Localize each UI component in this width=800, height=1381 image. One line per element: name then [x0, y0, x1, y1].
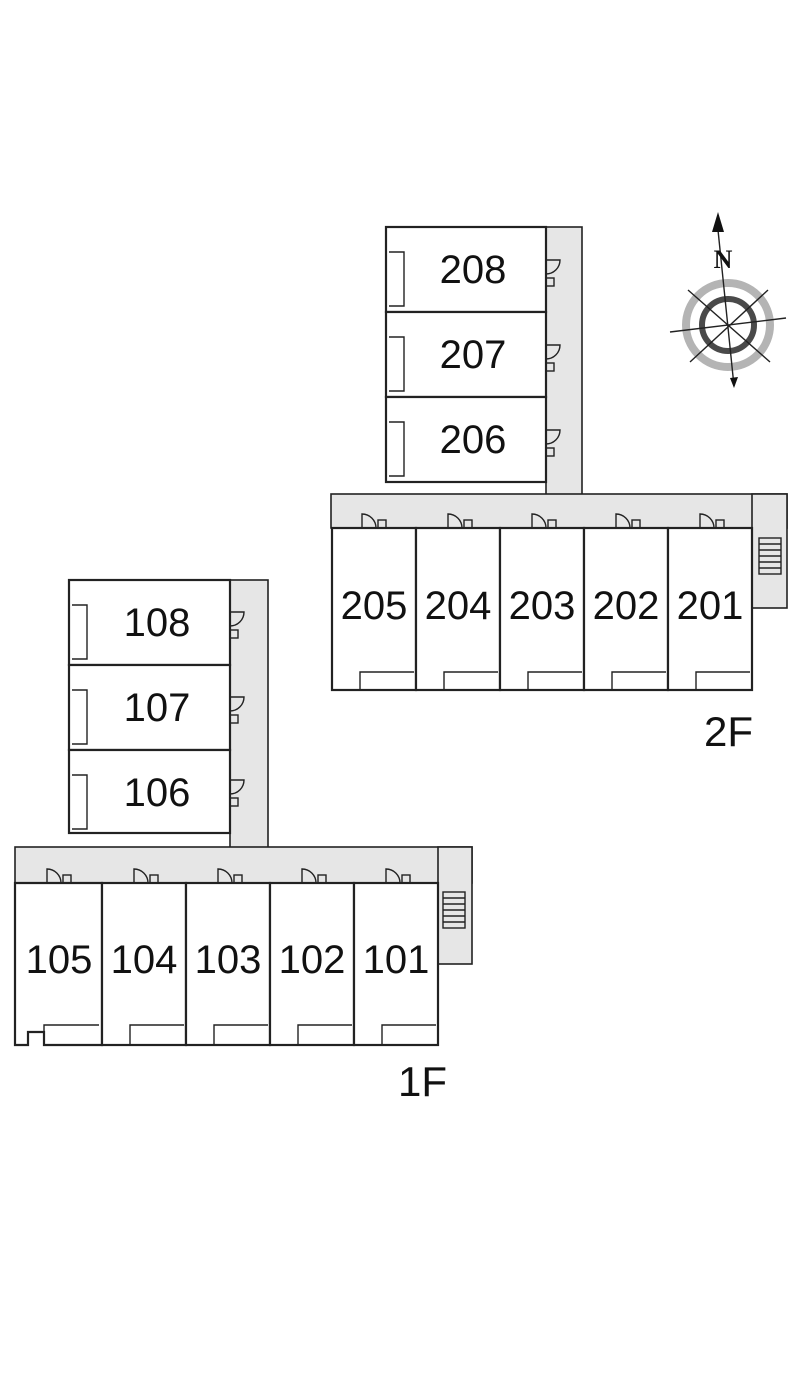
unit-105[interactable]: 105	[13, 868, 104, 1047]
stair-landing-2f	[751, 493, 788, 609]
unit-label: 106	[124, 771, 191, 815]
unit-202[interactable]: 202	[582, 513, 670, 692]
unit-label: 101	[363, 938, 430, 982]
floor-label: 1F	[398, 1058, 447, 1105]
unit-104[interactable]: 104	[100, 868, 188, 1047]
floor-1f: 108 107 106	[13, 578, 473, 1105]
unit-106[interactable]: 106	[67, 748, 245, 835]
door-icon	[545, 344, 561, 372]
unit-label: 107	[124, 686, 191, 730]
unit-102[interactable]: 102	[268, 868, 356, 1047]
unit-206[interactable]: 206	[384, 395, 561, 484]
door-icon	[229, 611, 245, 639]
door-icon	[361, 513, 387, 529]
unit-108[interactable]: 108	[67, 578, 245, 667]
door-icon	[217, 868, 243, 884]
unit-label: 108	[124, 601, 191, 645]
door-icon	[133, 868, 159, 884]
compass-outer-ring	[682, 279, 774, 371]
compass-inner-ring	[699, 296, 757, 354]
unit-label: 204	[425, 584, 492, 628]
unit-205[interactable]: 205	[330, 513, 418, 692]
unit-label: 104	[111, 938, 178, 982]
stairs-2f-icon	[758, 537, 782, 575]
unit-label: 102	[279, 938, 346, 982]
unit-label: 203	[509, 584, 576, 628]
stairs-1f-icon	[442, 891, 466, 929]
corridor-1f-horizontal	[14, 846, 473, 884]
compass-rose-icon: N	[669, 212, 787, 388]
unit-label: 207	[440, 333, 507, 377]
unit-107[interactable]: 107	[67, 663, 245, 752]
north-label: N	[714, 245, 733, 274]
unit-label: 201	[677, 584, 744, 628]
unit-207[interactable]: 207	[384, 310, 561, 399]
floor-2f: 208 207 206	[330, 225, 788, 755]
unit-201[interactable]: 201	[666, 513, 754, 692]
north-arrow-icon	[712, 212, 724, 232]
unit-101[interactable]: 101	[352, 868, 440, 1047]
floor-label: 2F	[704, 708, 753, 755]
door-icon	[385, 868, 411, 884]
door-icon	[301, 868, 327, 884]
door-icon	[615, 513, 641, 529]
door-icon	[229, 696, 245, 724]
unit-label: 202	[593, 584, 660, 628]
unit-label: 206	[440, 418, 507, 462]
door-icon	[545, 429, 561, 457]
unit-label: 105	[26, 938, 93, 982]
unit-label: 205	[341, 584, 408, 628]
unit-label: 103	[195, 938, 262, 982]
unit-103[interactable]: 103	[184, 868, 272, 1047]
door-icon	[699, 513, 725, 529]
unit-208[interactable]: 208	[384, 225, 561, 314]
unit-203[interactable]: 203	[498, 513, 586, 692]
door-icon	[447, 513, 473, 529]
corridor-2f-horizontal	[330, 493, 788, 529]
door-icon	[229, 779, 245, 807]
unit-204[interactable]: 204	[414, 513, 502, 692]
door-icon	[531, 513, 557, 529]
unit-label: 208	[440, 248, 507, 292]
door-icon	[46, 868, 72, 884]
door-icon	[545, 259, 561, 287]
